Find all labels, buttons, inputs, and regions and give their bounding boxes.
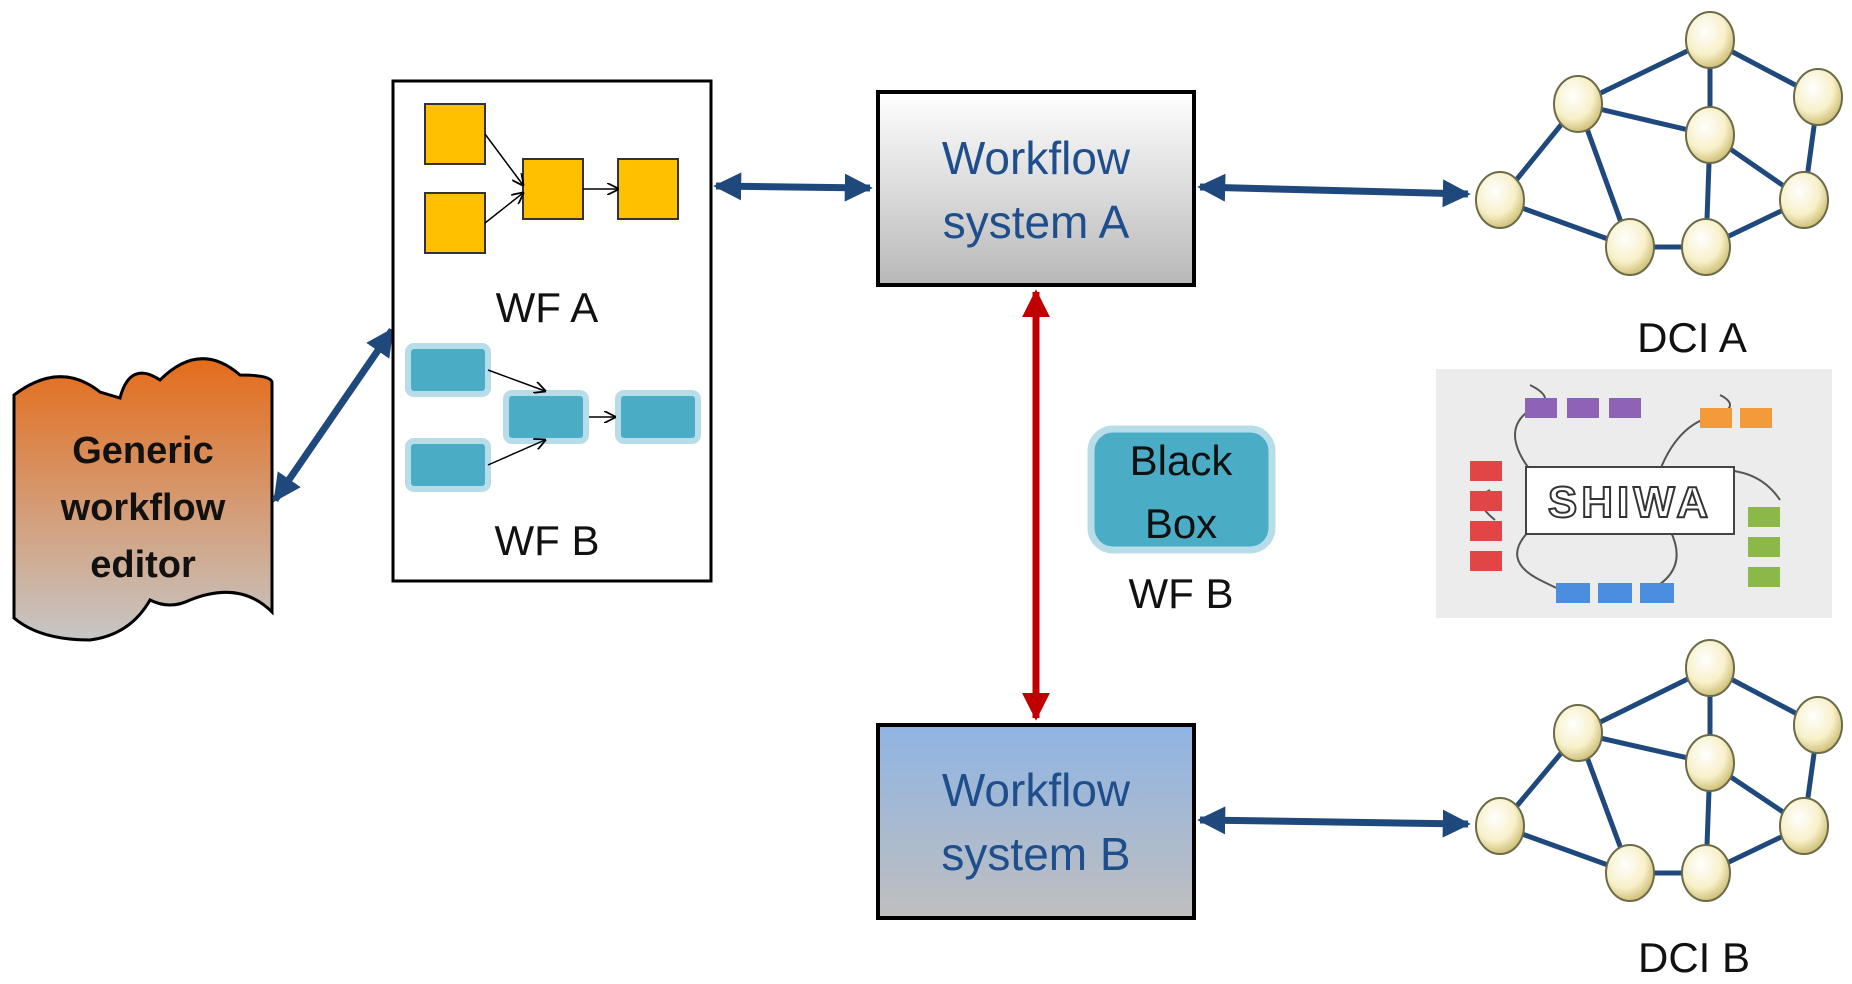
dci-b-node	[1475, 797, 1525, 855]
dci-a-node	[1681, 218, 1731, 276]
wf-a-task	[424, 103, 486, 165]
workflow-panel: WF A WF B	[391, 79, 713, 583]
black-box-caption: WF B	[1129, 570, 1234, 617]
editor-label-line-1: Generic	[72, 430, 214, 472]
wf-b-task	[405, 438, 491, 492]
dci-a-node	[1553, 75, 1603, 133]
editor-label-line-2: workflow	[60, 487, 226, 529]
wf-b-task	[405, 343, 491, 397]
wf-b-task	[503, 390, 589, 444]
dci-a-node	[1779, 171, 1829, 229]
shiwa-logo-text: SHIWA	[1548, 478, 1712, 527]
dci-a-network: DCI A	[1475, 11, 1843, 361]
generic-workflow-editor: Generic workflow editor	[12, 357, 274, 642]
wf-b-graph	[405, 343, 701, 492]
system-a-dci-a-connector	[1197, 173, 1471, 208]
dci-b-node	[1793, 696, 1843, 754]
dci-a-label: DCI A	[1637, 314, 1747, 361]
editor-label-line-3: editor	[90, 544, 196, 586]
wf-b-task	[615, 390, 701, 444]
dci-b-node	[1685, 639, 1735, 697]
wf-b-label: WF B	[495, 517, 600, 564]
panel-system-a-connector	[713, 172, 873, 202]
wf-a-label: WF A	[496, 284, 599, 331]
wf-a-graph	[424, 103, 679, 254]
wf-a-task	[424, 192, 486, 254]
dci-b-node	[1553, 704, 1603, 762]
wf-a-task	[522, 158, 584, 220]
dci-b-label: DCI B	[1638, 934, 1750, 979]
dci-a-node	[1475, 171, 1525, 229]
dci-b-node	[1681, 844, 1731, 902]
system-b-dci-b-connector	[1197, 806, 1471, 838]
dci-a-node	[1685, 106, 1735, 164]
workflow-system-b: Workflow system B	[876, 723, 1196, 920]
wf-a-task	[617, 158, 679, 220]
dci-b-node	[1685, 734, 1735, 792]
system-b-label-line-1: Workflow	[942, 764, 1131, 816]
shiwa-logo: SHIWA	[1436, 369, 1832, 618]
dci-b-node	[1779, 797, 1829, 855]
system-a-label-line-1: Workflow	[942, 132, 1131, 184]
system-b-label-line-2: system B	[941, 828, 1130, 880]
editor-panel-connector	[272, 327, 395, 503]
dci-a-node	[1605, 218, 1655, 276]
black-box-label-line-2: Box	[1145, 500, 1217, 547]
dci-b-node	[1605, 844, 1655, 902]
dci-a-node	[1685, 11, 1735, 69]
black-box-label-line-1: Black	[1130, 437, 1234, 484]
dci-a-node	[1793, 68, 1843, 126]
system-a-label-line-2: system A	[943, 196, 1130, 248]
dci-b-network: DCI B	[1475, 639, 1843, 981]
workflow-system-a: Workflow system A	[876, 90, 1196, 287]
black-box: Black Box WF B	[1087, 425, 1276, 617]
